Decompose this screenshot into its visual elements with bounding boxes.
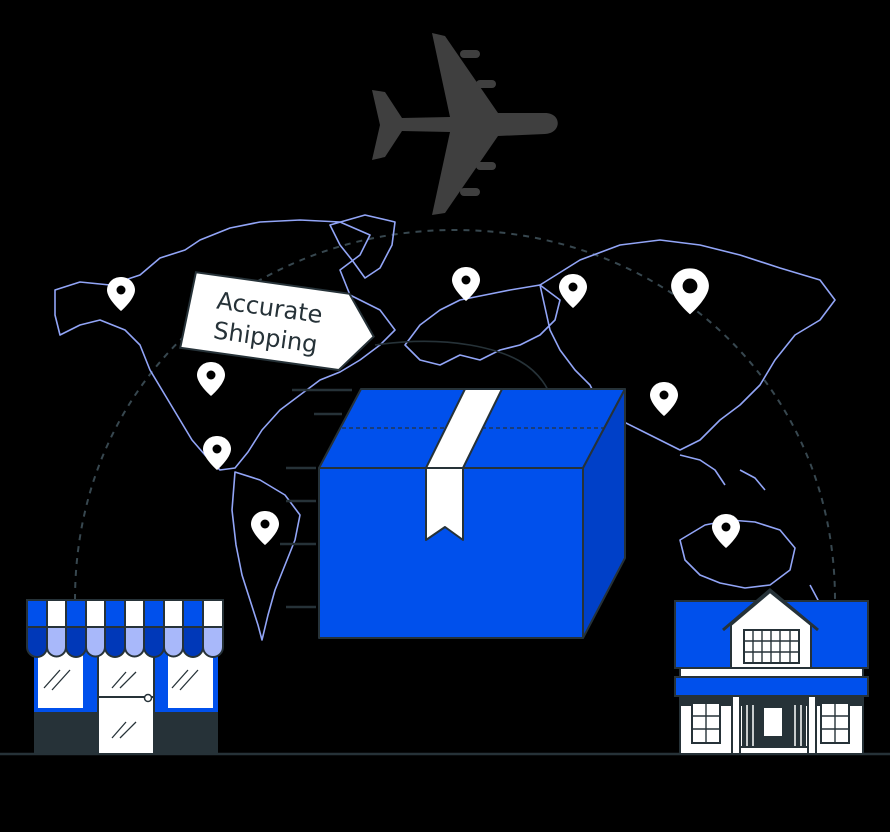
location-pin-icon — [559, 274, 587, 308]
location-pin-icon — [452, 267, 480, 301]
store-awning — [26, 599, 224, 658]
location-pin-icon — [650, 382, 678, 416]
tag-string — [374, 340, 549, 391]
shipping-box — [318, 388, 626, 639]
location-pin-icon — [251, 511, 279, 545]
house-building — [674, 588, 869, 755]
location-pin-icon — [712, 514, 740, 548]
accurate-shipping-tag: Accurate Shipping — [179, 271, 375, 372]
motion-lines — [280, 388, 352, 609]
route-arc — [74, 228, 836, 601]
location-pin-icon — [203, 436, 231, 470]
airplane-icon — [372, 33, 558, 215]
location-pin-icon — [197, 362, 225, 396]
location-pin-icon — [107, 277, 135, 311]
location-pins — [107, 267, 740, 548]
store-building — [26, 599, 224, 755]
location-pin-icon — [671, 268, 709, 315]
